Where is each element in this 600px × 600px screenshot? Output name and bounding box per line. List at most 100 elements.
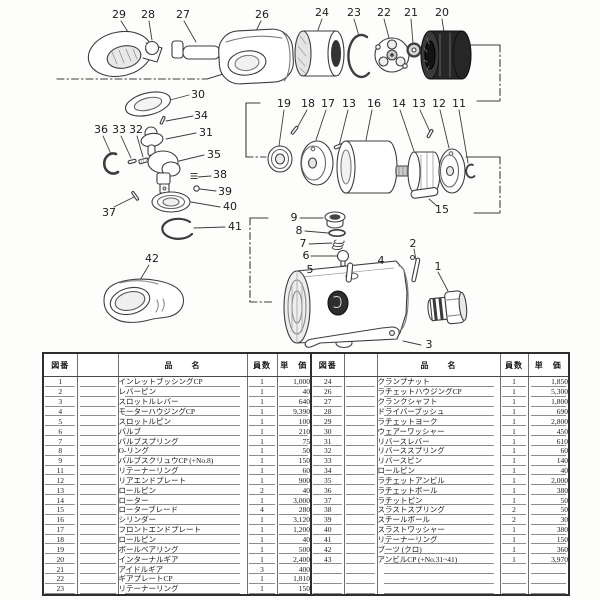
part-37-ratchet-pin xyxy=(131,191,140,201)
callout-15: 15 xyxy=(435,203,449,216)
fig-number-cell: 42 xyxy=(310,544,344,555)
part-22-gear-plate xyxy=(374,37,410,73)
unit-price-cell: 40 xyxy=(276,386,311,397)
code-cell xyxy=(343,505,377,515)
unit-price-header: 単 価 xyxy=(527,353,569,377)
part-18-roll-pin xyxy=(290,125,299,135)
part-name-cell: クランクシャフト xyxy=(376,396,500,407)
quantity-cell: 1 xyxy=(246,534,277,545)
part-name-cell: リバースレバー xyxy=(376,436,500,446)
part-17-front-end-plate xyxy=(300,140,334,186)
part-name-cell: バルブスプリング xyxy=(117,436,247,446)
code-cell xyxy=(76,514,118,525)
part-21-idle-gear xyxy=(406,42,422,58)
fig-number-cell xyxy=(310,573,344,584)
code-cell xyxy=(76,406,118,417)
fig-number-header: 図番 xyxy=(310,353,344,377)
part-name-cell: ラチェットハウジングCP xyxy=(376,386,500,397)
code-cell xyxy=(76,534,118,545)
unit-price-cell: 3,120 xyxy=(276,514,311,525)
callout-7: 7 xyxy=(300,237,307,250)
part-41-retainer-ring xyxy=(161,217,194,240)
unit-price-cell: 30 xyxy=(527,514,569,525)
fig-number-cell: 24 xyxy=(310,376,344,387)
code-cell xyxy=(343,436,377,446)
code-header xyxy=(76,353,118,377)
quantity-cell: 1 xyxy=(499,554,528,565)
code-cell xyxy=(343,544,377,555)
code-cell xyxy=(76,445,118,456)
code-cell xyxy=(343,455,377,466)
callout-13b: 13 xyxy=(412,97,426,110)
code-cell xyxy=(76,426,118,437)
callout-13a: 13 xyxy=(342,97,356,110)
part-name-cell: ロールピン xyxy=(376,465,500,476)
fig-number-cell: 41 xyxy=(310,534,344,545)
fig-number-cell: 2 xyxy=(43,386,77,397)
part-name-cell: スロットルレバー xyxy=(117,396,247,407)
code-cell xyxy=(343,583,377,595)
unit-price-cell: 1,800 xyxy=(527,396,569,407)
table-header-row: 図番 品 名 員数 単 価 図番 品 名 員数 単 価 xyxy=(43,353,569,377)
unit-price-cell: 3,970 xyxy=(527,554,569,565)
fig-number-cell: 33 xyxy=(310,455,344,466)
unit-price-cell: 3,000 xyxy=(276,495,311,506)
code-cell xyxy=(76,554,118,565)
quantity-cell: 1 xyxy=(499,524,528,535)
unit-price-cell: 380 xyxy=(527,524,569,535)
part-name-cell: リバーススプリング xyxy=(376,445,500,456)
unit-price-cell: 1,850 xyxy=(527,376,569,387)
code-cell xyxy=(76,465,118,476)
fig-number-cell: 31 xyxy=(310,436,344,446)
part-39-steel-ball xyxy=(193,185,200,192)
fig-number-cell: 8 xyxy=(43,445,77,456)
unit-price-cell: 2,800 xyxy=(527,416,569,427)
unit-price-cell: 60 xyxy=(276,465,311,476)
unit-price-cell: 60 xyxy=(527,445,569,456)
callout-1: 1 xyxy=(435,260,442,273)
fig-number-cell: 34 xyxy=(310,465,344,476)
fig-number-cell: 28 xyxy=(310,406,344,417)
part-26-ratchet-housing xyxy=(218,28,294,85)
callout-labels: 29 28 27 26 24 23 22 21 20 19 18 17 13 1… xyxy=(94,6,466,351)
part-name-cell: レバーピン xyxy=(117,386,247,397)
fig-number-cell: 9 xyxy=(43,455,77,466)
callout-20: 20 xyxy=(435,6,449,19)
fig-number-cell: 22 xyxy=(43,573,77,584)
unit-price-cell: 9,390 xyxy=(276,406,311,417)
quantity-cell: 1 xyxy=(246,465,277,476)
quantity-cell: 1 xyxy=(499,495,528,506)
fig-number-cell: 20 xyxy=(43,554,77,565)
unit-price-cell: 1,810 xyxy=(276,573,311,584)
unit-price-cell: 500 xyxy=(276,544,311,555)
callout-27: 27 xyxy=(176,8,190,21)
code-cell xyxy=(343,514,377,525)
callout-34: 34 xyxy=(194,109,208,122)
part-28-driver-bush xyxy=(144,40,160,56)
part-name-cell: スロットルピン xyxy=(117,416,247,427)
part-name-cell: ウェアーワッシャー xyxy=(376,426,500,437)
part-36-ratchet-ball xyxy=(103,152,120,175)
part-name-cell: ボールベアリング xyxy=(117,544,247,555)
part-2-lever-pin xyxy=(409,254,421,283)
quantity-cell: 1 xyxy=(499,544,528,555)
part-3-throttle-lever xyxy=(304,326,400,348)
code-cell xyxy=(76,544,118,555)
quantity-cell: 1 xyxy=(246,396,277,407)
code-cell xyxy=(343,396,377,407)
unit-price-cell: 5,300 xyxy=(527,386,569,397)
callout-2: 2 xyxy=(410,237,417,250)
quantity-cell: 1 xyxy=(246,455,277,466)
code-cell xyxy=(343,564,377,574)
part-name-cell: O-リング xyxy=(117,445,247,456)
exploded-diagram: 29 28 27 26 24 23 22 21 20 19 18 17 13 1… xyxy=(56,6,501,351)
fig-number-cell: 23 xyxy=(43,583,77,595)
part-4-motor-housing xyxy=(283,260,409,349)
fig-number-cell: 38 xyxy=(310,505,344,515)
part-32-reverse-spring xyxy=(138,157,149,165)
